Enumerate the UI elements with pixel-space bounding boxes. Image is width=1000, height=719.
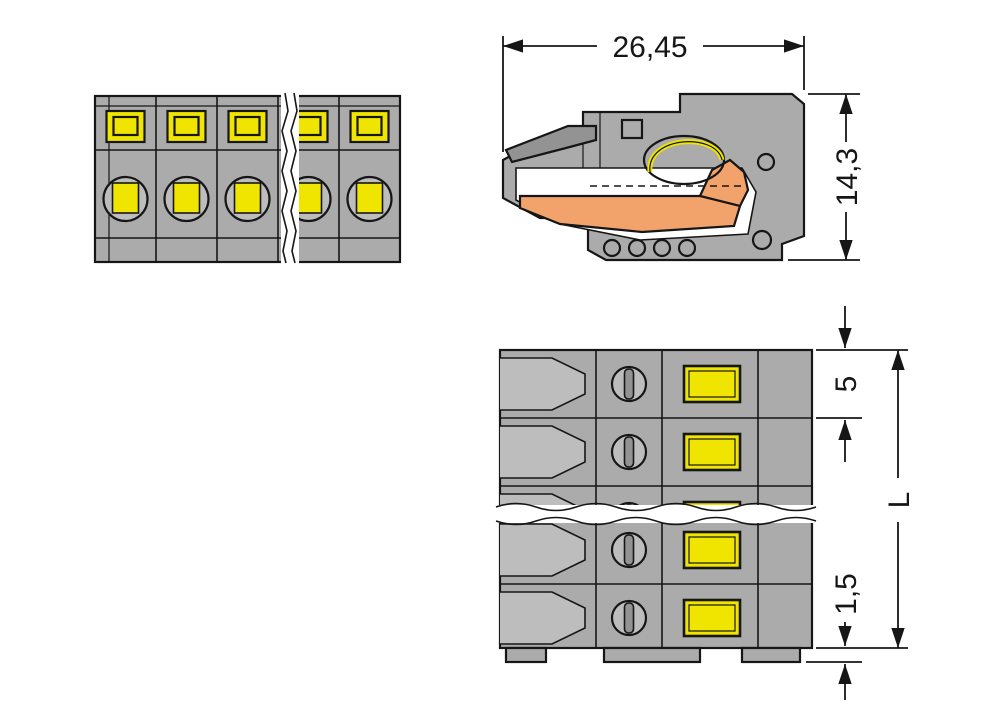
dim-pitch-label: 5 bbox=[830, 376, 863, 393]
label-backing bbox=[832, 142, 860, 212]
dim-height-label: 14,3 bbox=[831, 148, 864, 206]
break-line bbox=[281, 92, 289, 264]
push-button-inner bbox=[356, 115, 383, 137]
push-button bbox=[105, 109, 146, 144]
locking-lever bbox=[504, 124, 598, 164]
push-button-top bbox=[682, 364, 742, 404]
wire-entry bbox=[346, 175, 393, 223]
clamp-spring-front bbox=[355, 182, 384, 214]
break-gap bbox=[281, 93, 299, 264]
push-button-inner bbox=[112, 115, 139, 137]
clamp-spring-front bbox=[172, 182, 201, 214]
front-view bbox=[93, 92, 402, 264]
bump bbox=[652, 238, 672, 258]
push-button-top-inner bbox=[688, 536, 736, 564]
top-pole-row bbox=[500, 523, 742, 577]
front-pole bbox=[102, 109, 149, 223]
busbar bbox=[518, 194, 742, 234]
latch bbox=[500, 425, 586, 479]
push-button-inner bbox=[234, 115, 261, 137]
top-view bbox=[494, 348, 824, 664]
push-button-top-inner bbox=[688, 438, 736, 466]
push-button bbox=[227, 109, 268, 144]
push-button-top bbox=[682, 432, 742, 472]
top-pole-row bbox=[500, 425, 742, 479]
push-button-top-inner bbox=[688, 370, 736, 398]
clamp-spring bbox=[698, 158, 750, 208]
front-pole bbox=[163, 109, 210, 223]
dimension-foot-offset: 1,5 bbox=[806, 573, 863, 700]
screw-slot bbox=[623, 368, 635, 400]
push-button bbox=[349, 109, 390, 144]
break-line bbox=[290, 92, 298, 264]
top-pole-row bbox=[500, 591, 742, 645]
foot bbox=[602, 646, 702, 664]
push-button-top bbox=[682, 530, 742, 570]
strain-relief-bumps bbox=[602, 238, 697, 258]
wire-outline bbox=[649, 141, 723, 173]
front-pole bbox=[224, 109, 271, 223]
push-button bbox=[166, 109, 207, 144]
dimension-pole-pitch: 5 bbox=[816, 306, 863, 462]
top-pole-row bbox=[500, 357, 742, 411]
clamp-spring-front bbox=[111, 182, 140, 214]
wire-entry bbox=[224, 175, 271, 223]
break-gap bbox=[494, 505, 824, 523]
foot bbox=[504, 646, 548, 664]
screw-slot bbox=[623, 534, 635, 566]
dimension-overall-width: 26,45 bbox=[502, 28, 805, 152]
wire-entry bbox=[163, 175, 210, 223]
push-button-top bbox=[682, 598, 742, 638]
dim-width-label: 26,45 bbox=[612, 31, 687, 64]
break-line bbox=[495, 502, 817, 512]
latch bbox=[500, 357, 586, 411]
label-backing bbox=[883, 478, 913, 522]
clamp-spring-front bbox=[294, 182, 323, 214]
front-pole bbox=[346, 109, 393, 223]
side-section-view bbox=[501, 92, 806, 262]
label-backing bbox=[597, 28, 703, 62]
screw-slot bbox=[623, 602, 635, 634]
dimension-overall-length: L bbox=[816, 349, 916, 649]
latch bbox=[500, 493, 583, 508]
latch bbox=[500, 523, 586, 577]
dim-length-label: L bbox=[883, 492, 916, 509]
push-button-top-inner bbox=[688, 604, 736, 632]
dimension-overall-height: 14,3 bbox=[788, 93, 864, 261]
wire-entry bbox=[102, 175, 149, 223]
spring-loop bbox=[642, 134, 726, 186]
bump bbox=[627, 238, 647, 258]
break-line bbox=[495, 516, 817, 526]
bump bbox=[677, 238, 697, 258]
screw-slot bbox=[623, 436, 635, 468]
bump bbox=[602, 238, 622, 258]
marking-recess bbox=[620, 118, 644, 140]
push-button-inner bbox=[173, 115, 200, 137]
latch bbox=[500, 591, 586, 645]
fixing-hole bbox=[756, 152, 776, 172]
foot bbox=[740, 646, 802, 664]
front-poles bbox=[102, 109, 393, 223]
clamp-spring-front bbox=[233, 182, 262, 214]
coding-pin bbox=[751, 229, 773, 251]
dim-offset-label: 1,5 bbox=[830, 573, 863, 615]
